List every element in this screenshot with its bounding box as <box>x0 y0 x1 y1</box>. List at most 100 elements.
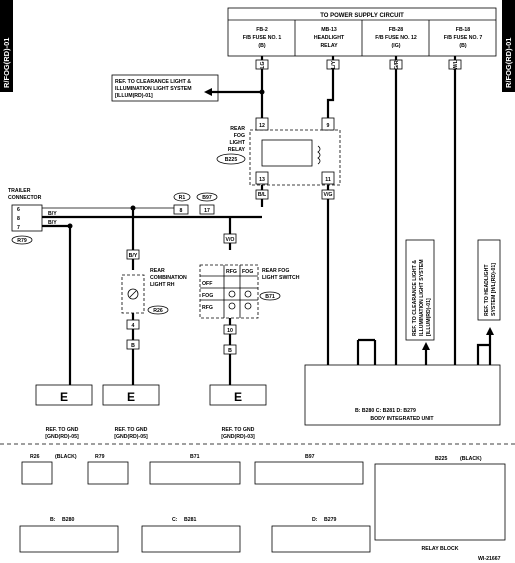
svg-text:COMBINATION: COMBINATION <box>150 275 187 281</box>
svg-text:B/L: B/L <box>258 192 267 198</box>
svg-text:E: E <box>60 390 68 404</box>
svg-text:[GND(RD)-05]: [GND(RD)-05] <box>114 434 148 440</box>
svg-text:RFG: RFG <box>226 269 237 275</box>
svg-text:BODY INTEGRATED UNIT: BODY INTEGRATED UNIT <box>370 416 434 422</box>
side-tab-right <box>502 0 515 92</box>
svg-text:F/B FUSE NO. 1: F/B FUSE NO. 1 <box>243 35 282 41</box>
svg-text:F/B FUSE NO. 7: F/B FUSE NO. 7 <box>444 35 483 41</box>
connector-b97: B97 <box>254 454 364 485</box>
svg-text:ILLUMINATION LIGHT SYSTEM: ILLUMINATION LIGHT SYSTEM <box>419 259 425 336</box>
connector-b71: B71 <box>149 454 241 485</box>
svg-text:B: B <box>228 348 232 354</box>
side-label-left: R/FOG(RD)-01 <box>2 38 11 88</box>
svg-text:[ILLUM(RD)-01]: [ILLUM(RD)-01] <box>426 298 432 336</box>
ground-2: E REF. TO GND [GND(RD)-05] <box>102 384 160 440</box>
svg-text:13: 13 <box>259 177 265 183</box>
svg-text:SYSTEM [H/L(RD)-01]: SYSTEM [H/L(RD)-01] <box>491 263 497 316</box>
svg-text:REF. TO HEADLIGHT: REF. TO HEADLIGHT <box>484 264 490 316</box>
svg-text:HEADLIGHT: HEADLIGHT <box>314 35 345 41</box>
svg-text:7: 7 <box>17 225 20 231</box>
svg-text:V/O: V/O <box>226 237 235 243</box>
trailer-connector <box>11 204 43 232</box>
connector-b281: C: B281 <box>141 517 241 553</box>
svg-text:TRAILER: TRAILER <box>8 188 31 194</box>
svg-text:D:: D: <box>312 517 318 523</box>
svg-text:12: 12 <box>259 123 265 129</box>
svg-text:LG: LG <box>260 61 266 68</box>
svg-text:G/R: G/R <box>394 60 400 69</box>
svg-text:R79: R79 <box>17 238 27 244</box>
svg-text:8: 8 <box>180 208 183 214</box>
connector-b225: B225 (BLACK) RELAY BLOCK <box>374 456 506 552</box>
svg-text:L/Y: L/Y <box>331 60 337 69</box>
svg-text:17: 17 <box>204 208 210 214</box>
svg-text:B:: B: <box>50 517 56 523</box>
fuse-3: FB-28 F/B FUSE NO. 12 (IG) <box>375 27 417 49</box>
connector-r26: R26 (BLACK) <box>21 454 77 485</box>
svg-text:R79: R79 <box>95 454 105 460</box>
connector-b279: D: B279 <box>271 517 371 553</box>
svg-text:REAR: REAR <box>230 126 245 132</box>
svg-text:6: 6 <box>17 207 20 213</box>
svg-text:R26: R26 <box>30 454 40 460</box>
svg-text:B279: B279 <box>324 517 337 523</box>
side-label-right: R/FOG(RD)-01 <box>504 38 513 88</box>
svg-text:11: 11 <box>325 177 331 183</box>
wire-ly-supply <box>326 56 335 130</box>
svg-text:CONNECTOR: CONNECTOR <box>8 195 42 201</box>
svg-text:B/Y: B/Y <box>48 211 57 217</box>
svg-text:B/Y: B/Y <box>48 220 57 226</box>
svg-text:B/Y: B/Y <box>129 253 138 259</box>
svg-text:R1: R1 <box>179 195 186 201</box>
svg-text:OFF: OFF <box>202 281 212 287</box>
svg-text:RELAY: RELAY <box>228 147 246 153</box>
svg-text:REF. TO CLEARANCE LIGHT &: REF. TO CLEARANCE LIGHT & <box>115 79 191 85</box>
connector-b280: B: B280 <box>19 517 119 553</box>
svg-text:V/G: V/G <box>324 192 333 198</box>
svg-text:REF. TO GND: REF. TO GND <box>222 427 255 433</box>
svg-text:(IG): (IG) <box>392 43 401 49</box>
fuse-2: MB-13 HEADLIGHT RELAY <box>314 27 345 49</box>
ref-headlight <box>477 239 501 321</box>
svg-text:R26: R26 <box>153 308 163 314</box>
svg-text:B281: B281 <box>184 517 197 523</box>
svg-text:FB-2: FB-2 <box>256 27 268 33</box>
svg-text:9: 9 <box>327 123 330 129</box>
svg-text:(BLACK): (BLACK) <box>460 456 482 462</box>
svg-text:B71: B71 <box>265 294 275 300</box>
svg-text:C:: C: <box>172 517 178 523</box>
svg-text:FOG: FOG <box>202 293 213 299</box>
svg-text:LIGHT: LIGHT <box>229 140 245 146</box>
svg-text:MB-13: MB-13 <box>321 27 337 33</box>
svg-text:F/B FUSE NO. 12: F/B FUSE NO. 12 <box>375 35 417 41</box>
svg-text:10: 10 <box>227 328 233 334</box>
svg-text:(BLACK): (BLACK) <box>55 454 77 460</box>
ground-1: E REF. TO GND [GND(RD)-05] <box>35 365 93 440</box>
svg-text:REF. TO CLEARANCE LIGHT &: REF. TO CLEARANCE LIGHT & <box>412 260 418 336</box>
svg-text:B: B280 C: B281 D: B279: B: B280 C: B281 D: B279 <box>355 408 416 414</box>
svg-text:FB-18: FB-18 <box>456 27 471 33</box>
svg-text:REAR: REAR <box>150 268 165 274</box>
svg-text:LIGHT SWITCH: LIGHT SWITCH <box>262 275 300 281</box>
svg-text:E: E <box>127 390 135 404</box>
ref-clearance-top <box>111 74 219 102</box>
svg-text:RFG: RFG <box>202 305 213 311</box>
svg-text:LIGHT RH: LIGHT RH <box>150 282 175 288</box>
svg-text:B225: B225 <box>435 456 448 462</box>
connector-r79: R79 <box>87 454 129 485</box>
svg-text:(B): (B) <box>258 43 265 49</box>
svg-text:(B): (B) <box>459 43 466 49</box>
svg-text:[ILLUM(RD)-01]: [ILLUM(RD)-01] <box>115 93 153 99</box>
svg-text:RELAY: RELAY <box>320 43 338 49</box>
fuse-1: FB-2 F/B FUSE NO. 1 (B) <box>243 27 282 49</box>
svg-text:B280: B280 <box>62 517 75 523</box>
svg-text:W/L: W/L <box>453 59 459 69</box>
svg-text:REF. TO GND: REF. TO GND <box>46 427 79 433</box>
svg-text:B71: B71 <box>190 454 200 460</box>
side-tab-left <box>0 0 13 92</box>
svg-text:ILLUMINATION LIGHT SYSTEM: ILLUMINATION LIGHT SYSTEM <box>115 86 192 92</box>
svg-text:RELAY BLOCK: RELAY BLOCK <box>422 546 459 552</box>
fuse-4: FB-18 F/B FUSE NO. 7 (B) <box>444 27 483 49</box>
